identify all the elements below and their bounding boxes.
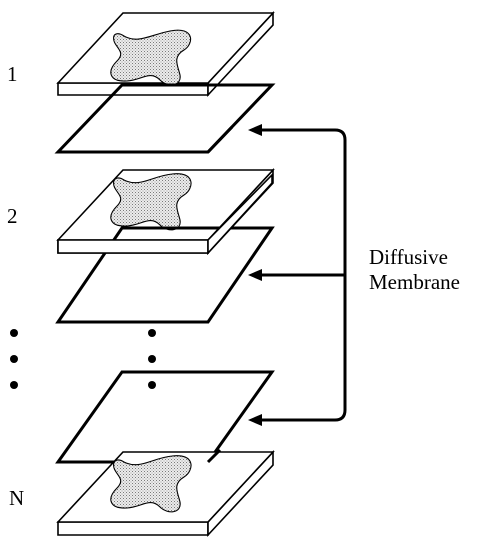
membrane-3 (55, 370, 275, 464)
layer-label-1: 1 (7, 62, 18, 86)
membrane-label-line1: Diffusive (369, 245, 448, 269)
membrane-2 (55, 226, 275, 324)
cell-shape-1 (110, 29, 192, 86)
arrow-head-membrane-3 (248, 414, 262, 426)
layer-label-n: N (9, 486, 25, 510)
arrow-head-membrane-1 (248, 124, 262, 136)
membrane-bracket (255, 128, 347, 422)
membrane-label-line2: Membrane (369, 270, 460, 294)
arrow-heads (248, 124, 262, 426)
plate-1 (56, 10, 275, 98)
arrow-head-membrane-2 (248, 269, 262, 281)
cell-shape-n (110, 455, 192, 513)
plate-n (56, 449, 275, 538)
layer-label-2: 2 (7, 204, 18, 228)
cell-shape-2 (110, 173, 192, 231)
membrane-1 (54, 83, 276, 154)
